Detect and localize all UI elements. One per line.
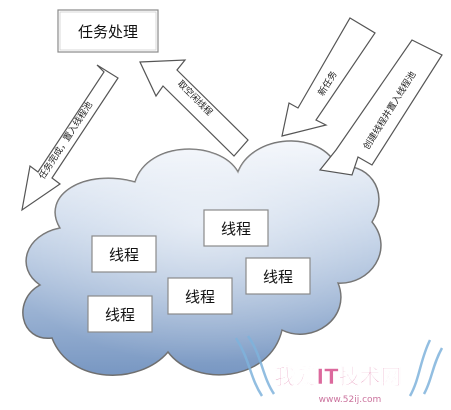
arrow-task-done-label: 任务完成，置入线程池 [36,99,95,181]
thread-pool-cloud [22,140,382,376]
thread-label: 线程 [109,246,139,264]
thread-box: 线程 [91,235,157,273]
thread-box: 线程 [87,295,153,333]
thread-box: 线程 [167,277,233,315]
thread-box: 线程 [203,209,269,247]
thread-box: 线程 [245,257,311,295]
task-processing-label: 任务处理 [78,23,138,41]
thread-label: 线程 [105,306,135,324]
arrow-new-task: 新任务 [281,17,376,137]
task-processing-box: 任务处理 [57,9,159,53]
thread-label: 线程 [221,220,251,238]
watermark-main-text: 我爱IT技术网 [274,365,401,389]
watermark-url-text: www.52ij.com [319,395,382,405]
arrow-get-idle-thread: 取空闲线程 [139,59,249,157]
thread-label: 线程 [263,268,293,286]
watermark-logo-icon [234,335,444,397]
thread-label: 线程 [185,288,215,306]
watermark: 我爱IT技术网 www.52ij.com [234,335,444,405]
